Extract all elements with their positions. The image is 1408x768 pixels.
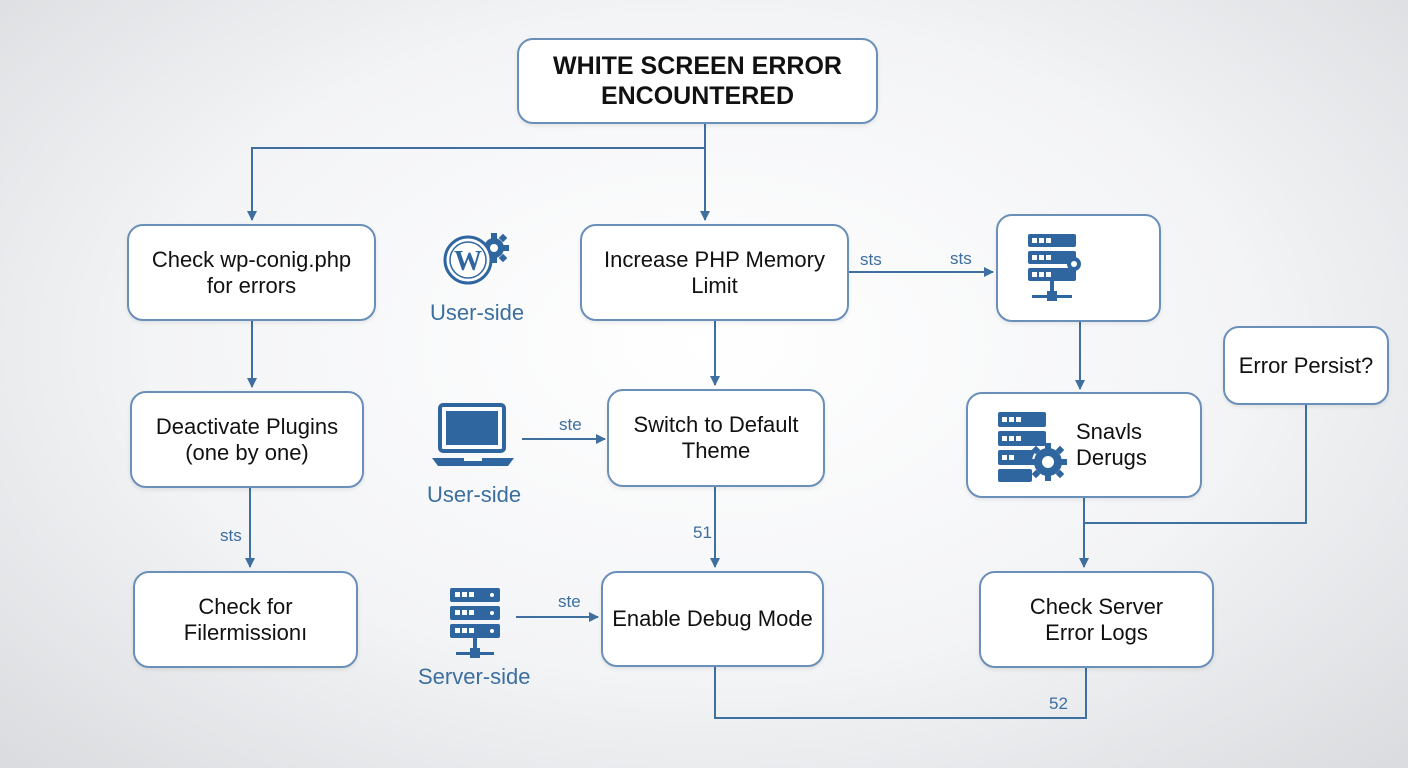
node-start: WHITE SCREEN ERROR ENCOUNTERED (517, 38, 878, 124)
edge-label-52: 52 (1049, 694, 1068, 713)
node-deactivate-plugins: Deactivate Plugins (one by one) (130, 391, 364, 488)
edge-label-sts-c: sts (220, 526, 242, 545)
node-switch-theme: Switch to Default Theme (607, 389, 825, 487)
node-check-permissions-label: Check for Filermissionı (183, 593, 308, 645)
laptop-icon (432, 403, 514, 466)
user-side-label-2: User-side (427, 482, 522, 507)
edge-persist-loop (1084, 405, 1307, 524)
node-increase-memory: Increase PHP Memory Limit (580, 224, 849, 321)
edge-debug-to-logs (714, 667, 1087, 719)
edge-label-ste-a: ste (559, 415, 582, 434)
node-deactivate-plugins-label: Deactivate Plugins (one by one) (155, 413, 339, 465)
edge-label-sts-b: sts (950, 249, 972, 268)
node-check-config-label: Check wp-conig.php for errors (151, 246, 352, 298)
server-side-label: Server-side (418, 664, 531, 689)
wordpress-gear-icon: W (443, 233, 509, 285)
server-icon (450, 588, 500, 658)
edge-start-to-config (247, 147, 705, 221)
edge-label-sts-a: sts (860, 250, 882, 269)
node-check-logs-label: Check Server Error Logs (1029, 593, 1164, 645)
server-stack-icon (1028, 234, 1081, 301)
user-side-label-1: User-side (430, 300, 525, 325)
edge-label-51: 51 (693, 523, 712, 542)
node-increase-memory-label: Increase PHP Memory Limit (604, 246, 825, 298)
node-error-persist-label: Error Persist? (1238, 352, 1374, 378)
node-check-logs: Check Server Error Logs (979, 571, 1214, 668)
node-check-permissions: Check for Filermissionı (133, 571, 358, 668)
node-snavls-derugs-label: Snavls Derugs (1076, 419, 1147, 470)
node-error-persist: Error Persist? (1223, 326, 1389, 405)
node-enable-debug: Enable Debug Mode (601, 571, 824, 667)
server-gear-icon (998, 412, 1067, 482)
svg-text:W: W (454, 246, 482, 277)
node-check-config: Check wp-conig.php for errors (127, 224, 376, 321)
node-enable-debug-label: Enable Debug Mode (612, 606, 813, 631)
edge-label-ste-b: ste (558, 592, 581, 611)
node-start-label: WHITE SCREEN ERROR ENCOUNTERED (553, 52, 842, 110)
node-switch-theme-label: Switch to Default Theme (633, 412, 799, 463)
